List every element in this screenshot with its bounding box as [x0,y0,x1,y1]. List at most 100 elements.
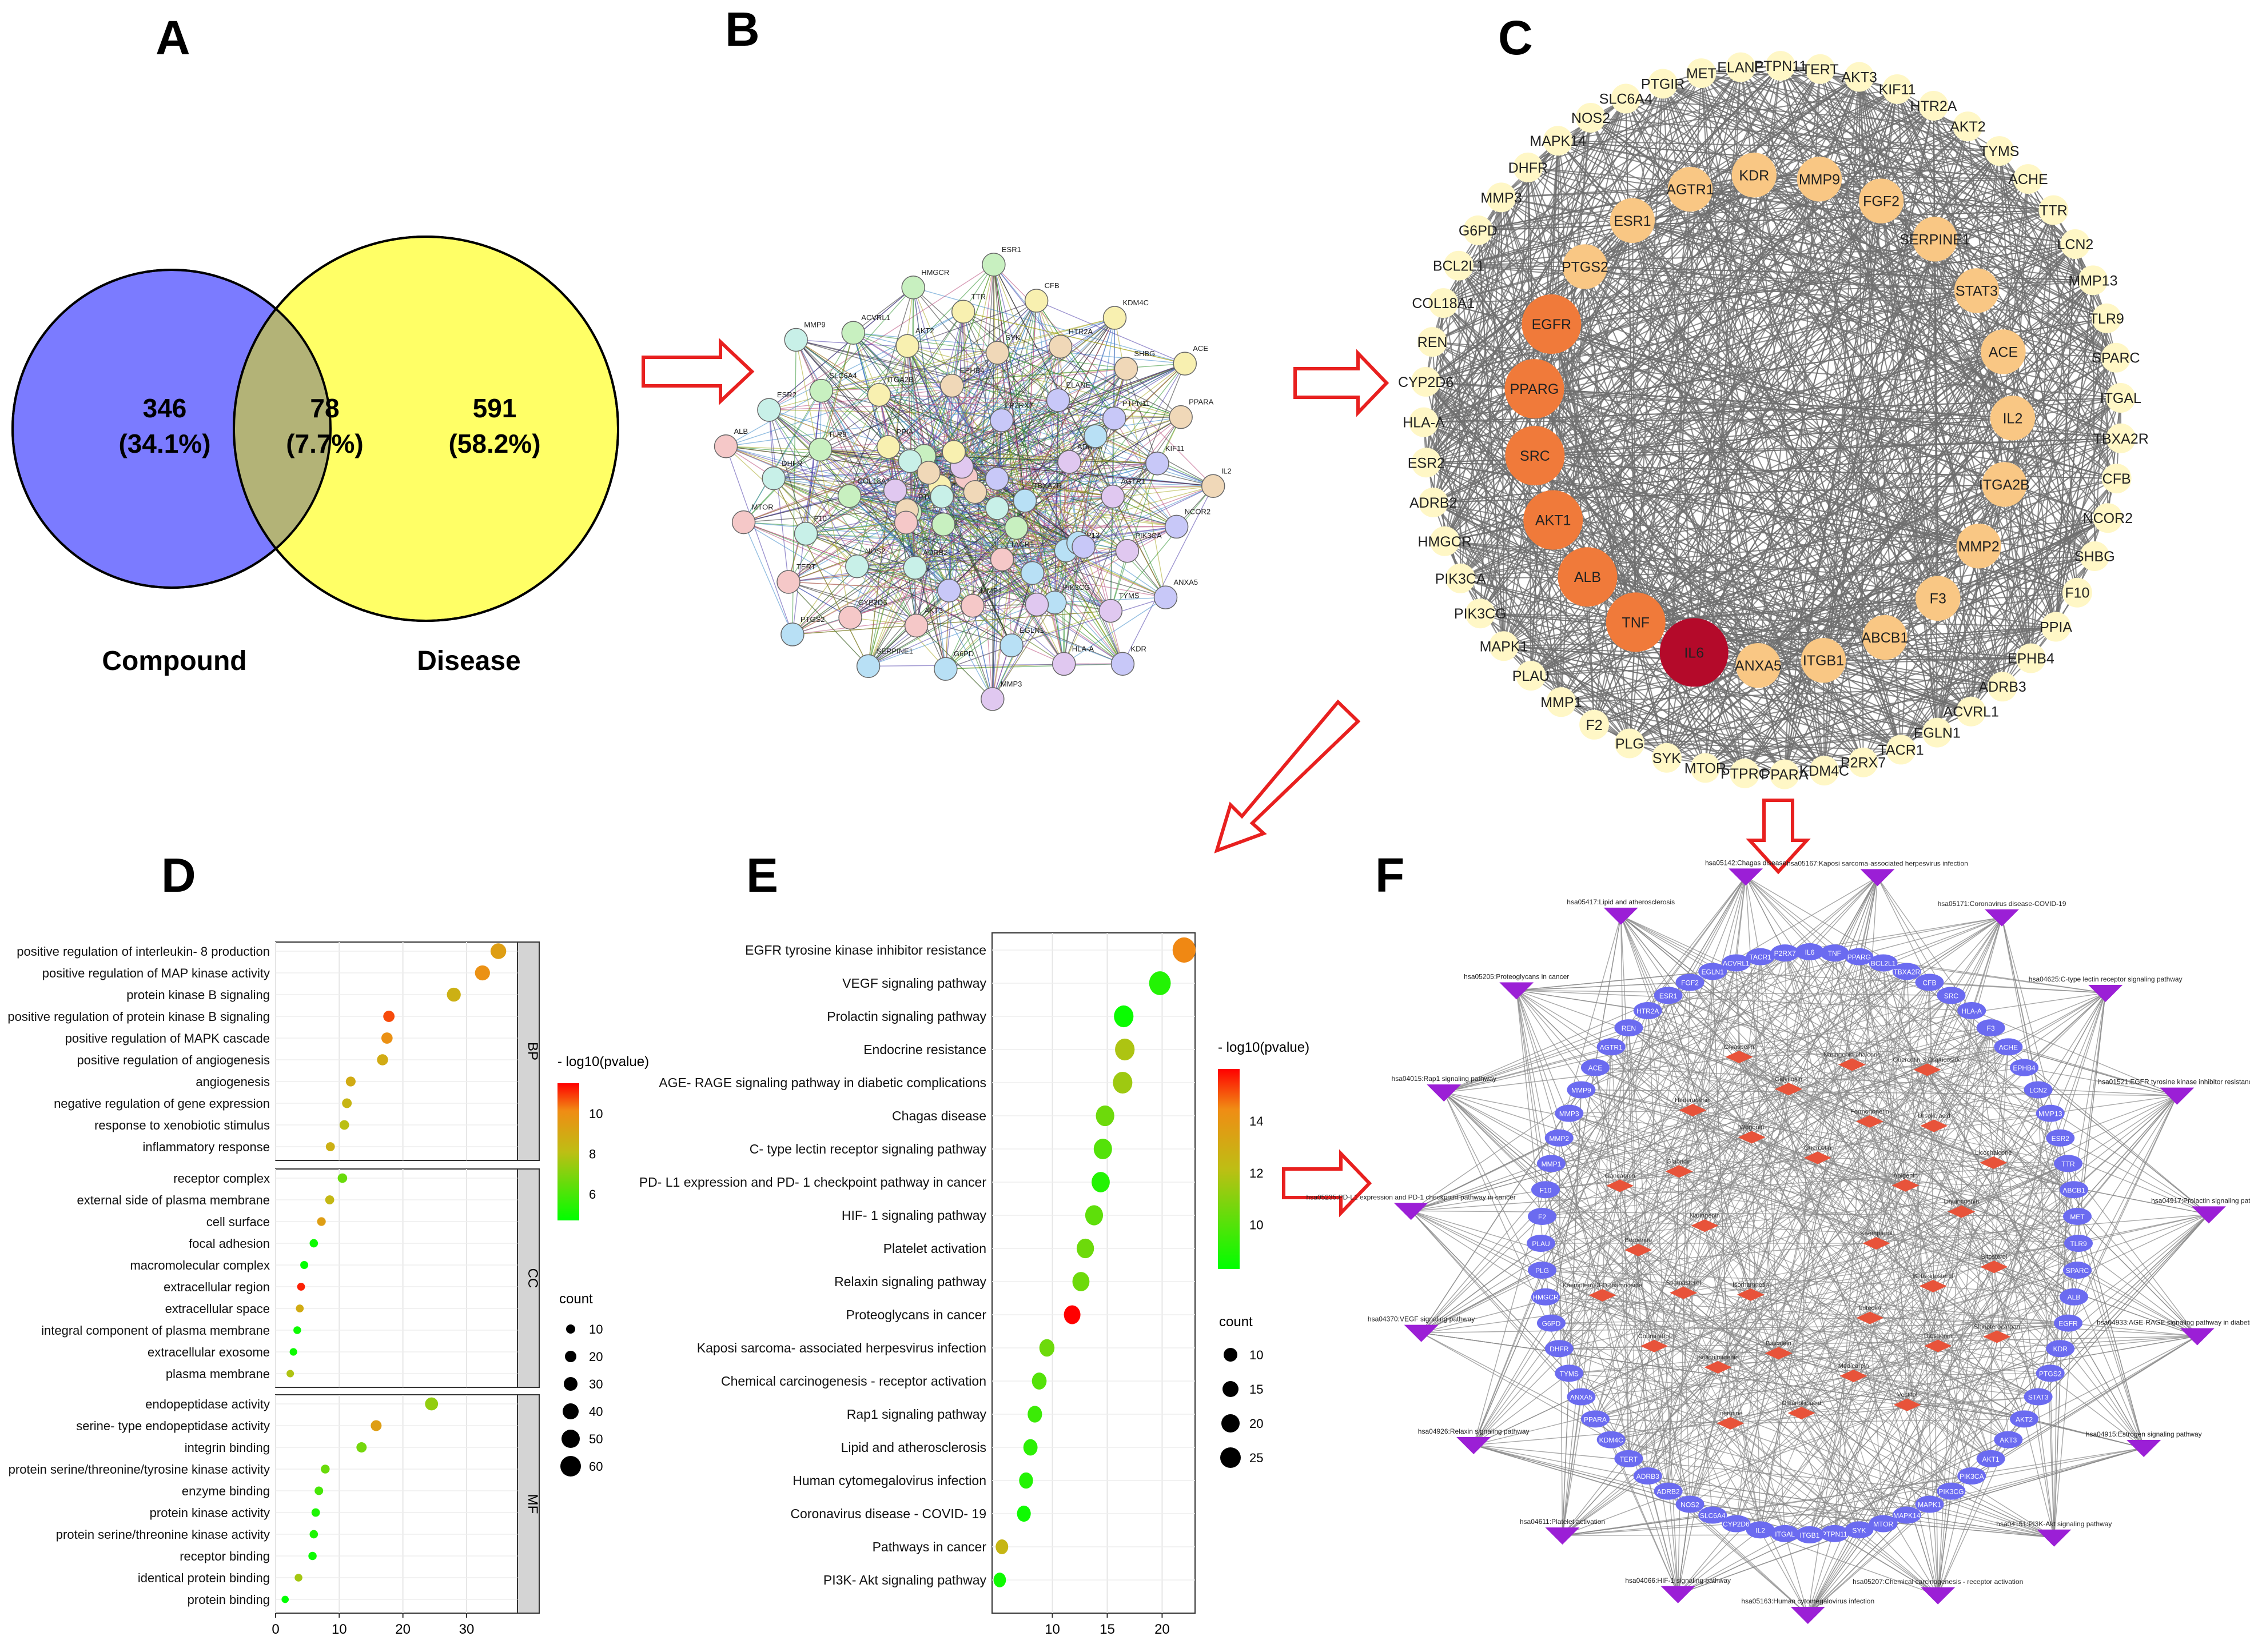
network-c-node-label: ITGAL [2100,390,2141,406]
network-c-node-label: HMGCR [1417,534,1471,550]
network-c-node-label: TBXA2R [2093,431,2149,447]
kegg-bubble [1113,1072,1132,1094]
ppi-node [762,467,785,490]
network-c-node-label: TLR9 [2089,311,2124,327]
go-bubble [338,1174,348,1183]
kegg-bubble [1019,1473,1033,1489]
network-f-target-label: PPARG [1847,953,1871,961]
network-f-target-label: HMGCR [1532,1294,1559,1302]
network-c-hub-label: ESR1 [1614,213,1651,229]
network-f-compound-label: Formononetin [1850,1108,1889,1115]
ppi-node [1202,474,1225,497]
go-size-legend-label: 20 [589,1350,603,1364]
go-term-label: inflammatory response [142,1140,270,1154]
go-size-legend-label: 10 [589,1322,603,1336]
ppi-node-label: MMP1 [981,586,1002,595]
go-size-legend-dot [566,1324,575,1334]
kegg-bubble [1149,971,1171,995]
network-c-node-label: MMP13 [2068,273,2117,289]
network-f-target-label: MMP2 [1549,1135,1569,1143]
ppi-node [1053,652,1076,675]
go-size-legend-title: count [559,1291,593,1307]
ppi-node-label: HLA-A [1072,644,1094,653]
network-f-pathway-node [1791,1607,1825,1624]
ppi-node [895,511,918,534]
go-term-label: negative regulation of gene expression [54,1096,270,1111]
go-facet-panel [276,1395,517,1613]
kegg-size-legend-label: 20 [1249,1416,1263,1431]
network-f-pathway-label: hsa05163:Human cytomegalovirus infection [1741,1597,1874,1605]
network-f-pathway-node [1545,1527,1579,1545]
network-f-pathway-node [1921,1587,1955,1605]
ppi-node-label: NCOR2 [1185,507,1211,516]
kegg-bubble [1040,1339,1054,1356]
network-c-node-label: PTPN11 [1754,58,1807,74]
network-f-compound-label: Kaempferol [1860,1230,1892,1237]
network-f-pathway-label: hsa04915:Estrogen signaling pathway [2086,1430,2202,1438]
go-bubble [312,1509,320,1517]
network-f-pathway-node [2192,1206,2226,1223]
network-c-hub-label: KDR [1739,167,1769,183]
go-term-label: protein serine/threonine/tyrosine kinase… [9,1462,270,1477]
kegg-colorbar [1218,1069,1240,1269]
network-f-target-label: PPARA [1584,1415,1607,1423]
go-term-label: protein kinase B signaling [126,988,270,1002]
network-c-node-label: NOS2 [1571,110,1610,126]
network-c-hub-label: AGTR1 [1666,182,1714,198]
kegg-term-label: Endocrine resistance [863,1042,986,1057]
panel-letter-e: E [746,848,778,902]
ppi-node [846,555,869,578]
network-c-node-label: F2 [1586,717,1602,733]
go-bubble [300,1261,308,1269]
network-f-compound-label: Oleanolic acid [1782,1400,1821,1407]
network-f-target-label: TLR9 [2070,1240,2087,1248]
arrow-e-to-f [1284,1154,1369,1213]
go-bubble [293,1326,301,1334]
ppi-node [1104,306,1126,329]
kegg-bubble [1096,1106,1114,1126]
network-f-target-label: TERT [1620,1455,1638,1463]
ppi-node [1047,389,1070,412]
kegg-x-tick-label: 10 [1045,1622,1060,1637]
kegg-size-legend-title: count [1219,1314,1253,1330]
network-f-target-label: ADRB2 [1657,1488,1680,1496]
kegg-x-tick-label: 15 [1100,1622,1115,1637]
network-f-compound-label: Inermine [1718,1410,1743,1417]
network-c-hub-label: ITGA2B [1979,477,2030,493]
network-c-node-label: LCN2 [2057,237,2093,253]
network-f-pathway-node [2160,1088,2194,1105]
kegg-bubble [1028,1406,1042,1422]
go-size-legend-label: 50 [589,1432,603,1446]
network-f-target-label: G6PD [1542,1320,1561,1328]
ppi-node-label: G6PD [954,649,974,658]
network-c-node-label: MMP3 [1480,190,1522,206]
go-term-label: angiogenesis [196,1075,270,1089]
network-c-node-label: CYP2D6 [1398,374,1453,390]
kegg-term-label: HIF- 1 signaling pathway [842,1208,987,1223]
kegg-size-legend-dot [1221,1414,1240,1432]
kegg-colorbar-title: - log10(pvalue) [1218,1040,1309,1055]
network-f-target-label: HLA-A [1962,1007,1982,1015]
ppi-node-label: SHBG [1134,349,1155,358]
ppi-node [952,300,975,323]
panel-letter-d: D [161,848,196,902]
ppi-node [963,481,986,504]
go-bubble [346,1076,356,1086]
kegg-size-legend-dot [1222,1381,1239,1397]
ppi-node-label: CFB [1045,281,1060,290]
kegg-bubble [1173,937,1196,963]
go-bubble [371,1420,381,1431]
go-term-label: focal adhesion [189,1236,270,1251]
go-colorbar-tick-label: 6 [589,1187,596,1202]
go-bubble [309,1530,318,1539]
network-f-compound-label: Calycosin [1775,1076,1802,1083]
network-c-node-label: ADRB3 [1978,679,2026,695]
network-f-target-label: LCN2 [2029,1087,2047,1095]
ppi-node [1101,485,1124,508]
ppi-node-label: EPHB4 [960,366,985,375]
ppi-node-label: MMP9 [804,320,826,329]
network-f-edge [1746,876,1834,953]
network-f-target-label: EGLN1 [1702,968,1725,976]
